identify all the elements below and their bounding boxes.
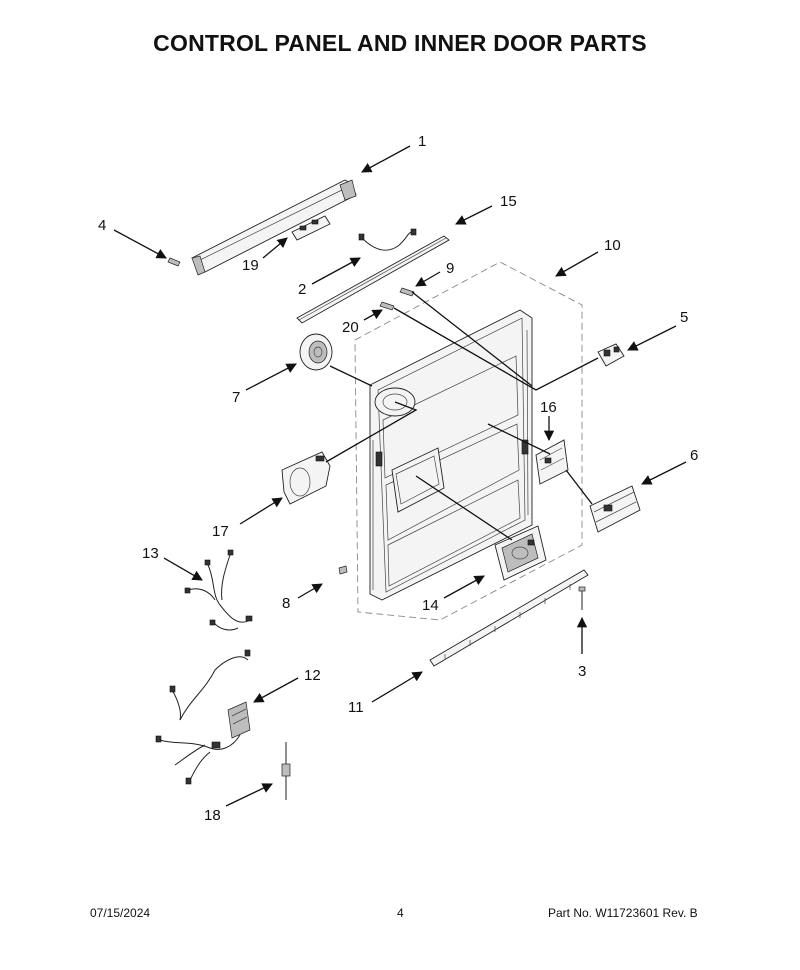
callout-5: 5	[680, 309, 688, 326]
callout-19: 19	[242, 257, 259, 274]
page-title: CONTROL PANEL AND INNER DOOR PARTS	[153, 30, 647, 56]
callout-6: 6	[690, 447, 698, 464]
part-2-wire	[358, 228, 417, 251]
callout-20: 20	[342, 319, 359, 336]
callout-15: 15	[500, 193, 517, 210]
part-6-module	[589, 485, 641, 533]
callout-7: 7	[232, 389, 240, 406]
callout-2: 2	[298, 281, 306, 298]
callout-labels: 1 4 19 2 15 9 20 10 5 7 16 6 17 13 8 14 …	[98, 133, 698, 824]
part-15-strip	[296, 235, 450, 324]
callout-11: 11	[348, 699, 364, 716]
part-3-screw	[578, 586, 586, 610]
callout-13: 13	[142, 545, 159, 562]
callout-14: 14	[422, 597, 439, 614]
footer-page-number: 4	[397, 906, 404, 920]
part-19-ui-board	[291, 215, 331, 241]
part-13-harness	[184, 549, 253, 631]
part-11-strip	[429, 569, 589, 667]
callout-1: 1	[418, 133, 426, 150]
callout-9: 9	[446, 260, 454, 277]
leader-lines	[113, 145, 687, 807]
callout-16: 16	[540, 399, 557, 416]
callout-17: 17	[212, 523, 229, 540]
part-8-clip	[338, 565, 348, 575]
part-17-vent-housing	[281, 451, 331, 505]
callout-10: 10	[604, 237, 621, 254]
part-16-bracket	[535, 439, 569, 485]
part-14-dispenser	[494, 525, 547, 581]
outer-door-outline	[354, 261, 583, 621]
part-5-latch	[597, 343, 625, 367]
part-1-control-panel	[191, 179, 357, 276]
footer-part-number: Part No. W11723601 Rev. B	[548, 906, 698, 920]
callout-3: 3	[578, 663, 586, 680]
part-7-vent	[299, 333, 333, 371]
footer-date: 07/15/2024	[90, 906, 151, 920]
callout-12: 12	[304, 667, 321, 684]
part-18-sensor	[281, 742, 291, 800]
part-4-screw	[167, 257, 181, 267]
part-12-harness	[155, 649, 251, 785]
callout-8: 8	[282, 595, 290, 612]
callout-4: 4	[98, 217, 106, 234]
part-20-screw	[379, 301, 395, 311]
part-9-screw	[399, 287, 415, 297]
callout-18: 18	[204, 807, 221, 824]
